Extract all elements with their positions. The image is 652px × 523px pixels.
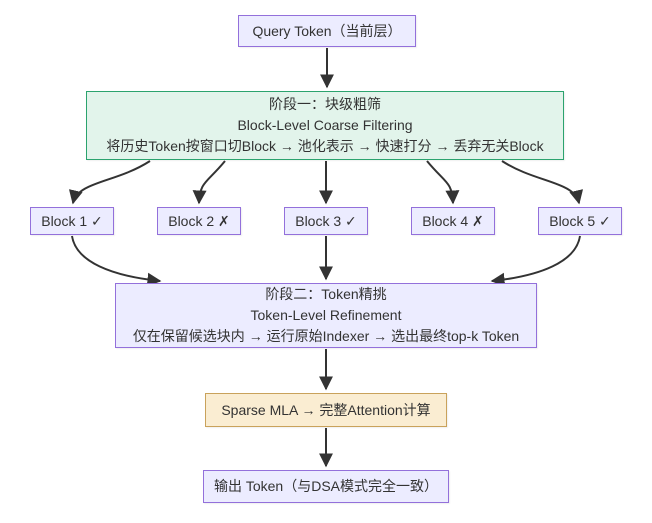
- node-sparse-mla: Sparse MLA → 完整Attention计算: [205, 393, 447, 427]
- node-block-5: Block 5 ✓: [538, 207, 622, 235]
- node-block-2: Block 2 ✗: [157, 207, 241, 235]
- stage2-title: 阶段二：Token精挑: [265, 286, 387, 302]
- node-block-1: Block 1 ✓: [30, 207, 114, 235]
- block-2-label: Block 2 ✗: [168, 212, 230, 229]
- block-1-label: Block 1 ✓: [41, 212, 103, 229]
- output-token-label: 输出 Token（与DSA模式完全一致）: [213, 478, 439, 494]
- node-block-4: Block 4 ✗: [411, 207, 495, 235]
- block-4-label: Block 4 ✗: [422, 212, 484, 229]
- edge-block5-to-stage2: [490, 235, 581, 287]
- block-3-label: Block 3 ✓: [295, 212, 357, 229]
- stage1-subtitle: Block-Level Coarse Filtering: [237, 117, 413, 133]
- edge-stage1-to-block4: [426, 160, 460, 205]
- stage2-subtitle: Token-Level Refinement: [250, 307, 402, 323]
- edge-stage1-to-block2: [192, 160, 226, 205]
- node-query-token: Query Token（当前层）: [238, 15, 416, 47]
- edge-block1-to-stage2: [71, 235, 162, 287]
- node-block-3: Block 3 ✓: [284, 207, 368, 235]
- query-token-label: Query Token（当前层）: [252, 22, 402, 39]
- node-output-token: 输出 Token（与DSA模式完全一致）: [203, 470, 449, 503]
- node-stage2-token-refinement: 阶段二：Token精挑 Token-Level Refinement 仅在保留候…: [115, 283, 537, 348]
- node-stage1-coarse-filtering: 阶段一：块级粗筛 Block-Level Coarse Filtering 将历…: [86, 91, 564, 160]
- block-5-label: Block 5 ✓: [549, 212, 611, 229]
- edge-stage1-to-block5: [501, 160, 584, 205]
- stage1-title: 阶段一：块级粗筛: [269, 96, 381, 112]
- edge-stage1-to-block1: [68, 160, 151, 205]
- sparse-mla-label: Sparse MLA → 完整Attention计算: [221, 401, 431, 418]
- stage2-description: 仅在保留候选块内 → 运行原始Indexer → 选出最终top-k Token: [132, 328, 520, 344]
- stage1-description: 将历史Token按窗口切Block → 池化表示 → 快速打分 → 丢弃无关Bl…: [106, 138, 544, 154]
